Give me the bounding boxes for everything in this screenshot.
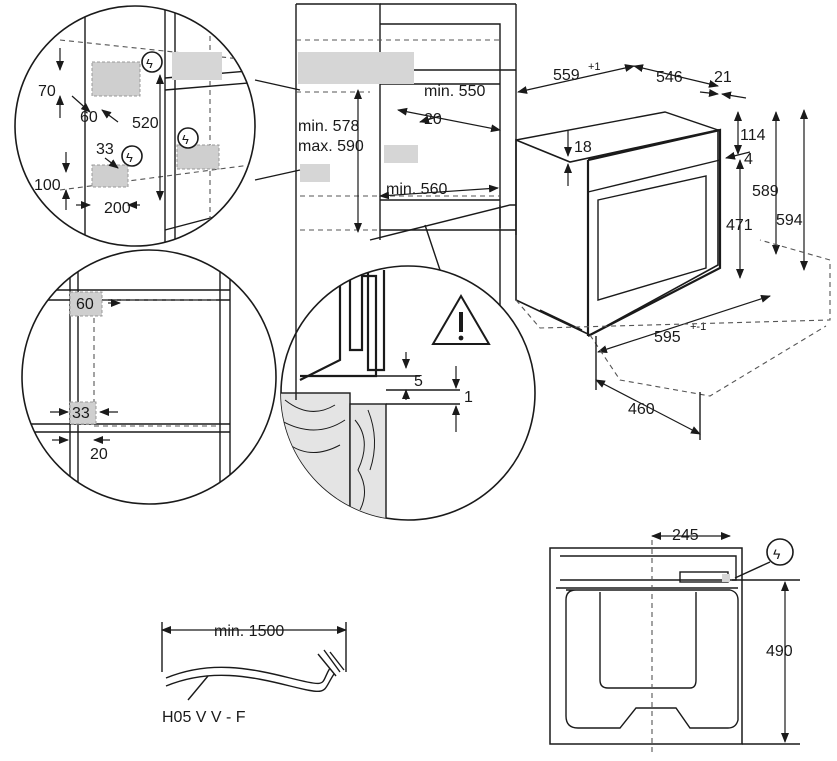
detail-circle-bottom-left	[21, 249, 277, 505]
power-symbol-icon: ϟ	[126, 150, 133, 165]
dim-20: 20	[424, 111, 442, 128]
dim-595-tol: +-1	[690, 321, 706, 333]
dim-460: 460	[628, 401, 655, 418]
dim-min-550: min. 550	[424, 83, 485, 100]
dim-490: 490	[766, 643, 793, 660]
power-symbol-icon: ϟ	[773, 546, 781, 562]
dim-5: 5	[414, 373, 423, 390]
detail-bottom-center-dimensions: 5 1	[376, 352, 473, 432]
detail-circle-bottom-center	[280, 265, 536, 521]
oven-dimensions: 559 +1 546 21 114 18 4 589 594 471 595 +…	[515, 61, 831, 440]
oven-drawing	[515, 111, 722, 337]
dim-546: 546	[656, 69, 683, 86]
oven-back-view: ϟ 245 490	[549, 527, 800, 752]
detail-bottom-left-dimensions: 60 33 20	[50, 296, 121, 463]
dim-max-590: max. 590	[298, 138, 364, 155]
cabinet-dimensions: min. 578 max. 590 min. 550 20 min. 560	[298, 83, 501, 233]
dim-594: 594	[776, 212, 803, 229]
dim-245: 245	[672, 527, 699, 544]
dim-100: 100	[34, 177, 61, 194]
detail-top-left-dimensions: 70 60 520 33 100 200	[34, 48, 164, 217]
dim-520: 520	[132, 115, 159, 132]
dim-33: 33	[96, 141, 114, 158]
dim-559: 559	[553, 67, 580, 84]
dim-4: 4	[744, 151, 753, 168]
dim-60-bl: 60	[76, 296, 94, 313]
dim-595: 595	[654, 329, 681, 346]
dim-min-560: min. 560	[386, 181, 447, 198]
power-symbol-icon: ϟ	[146, 56, 153, 71]
dim-589: 589	[752, 183, 779, 200]
dim-33-bl: 33	[72, 405, 90, 422]
cable-type-label: H05 V V - F	[162, 709, 246, 726]
dim-20-bl: 20	[90, 446, 108, 463]
dim-471: 471	[726, 217, 753, 234]
cable-length-label: min. 1500	[214, 623, 284, 640]
callout-bottom	[424, 224, 441, 271]
dim-114: 114	[740, 127, 766, 144]
dim-70: 70	[38, 83, 56, 100]
dim-min-578: min. 578	[298, 118, 359, 135]
dim-18: 18	[574, 139, 592, 156]
dim-1: 1	[464, 389, 473, 406]
detail-circle-top-left: ϟ ϟ ϟ	[14, 5, 256, 247]
dim-60: 60	[80, 109, 98, 126]
power-cable: min. 1500 H05 V V - F	[161, 622, 347, 726]
dim-559-tol: +1	[588, 61, 601, 73]
dim-21: 21	[714, 69, 732, 86]
callout-top	[254, 79, 301, 181]
dim-200: 200	[104, 200, 131, 217]
power-symbol-icon: ϟ	[182, 132, 189, 147]
